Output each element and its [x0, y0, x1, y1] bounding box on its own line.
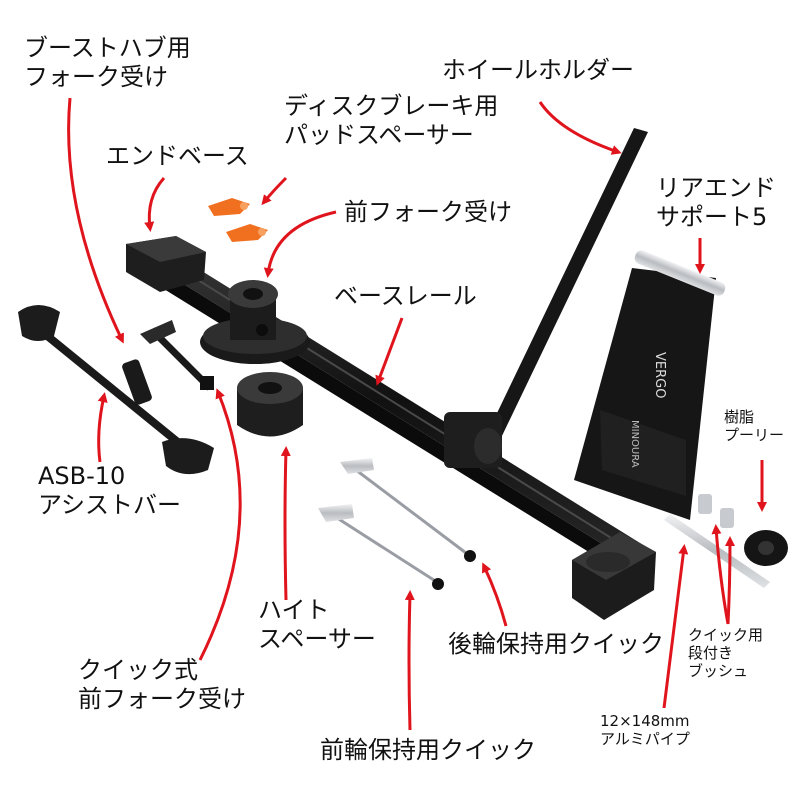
- arrow-end-base: [144, 176, 166, 232]
- label-line: アルミパイプ: [600, 730, 690, 748]
- arrow-front-quick: [404, 590, 415, 731]
- end-base-right: [572, 532, 656, 620]
- label-front-quick: 前輪保持用クイック: [320, 736, 536, 764]
- front-quick-release: [318, 504, 444, 590]
- label-base-rail: ベースレール: [334, 282, 477, 310]
- arrow-boost-hub-fork: [67, 97, 124, 344]
- arrow-rear-quick: [482, 562, 508, 627]
- label-rear-quick: 後輪保持用クイック: [448, 630, 664, 658]
- arrow-asb10: [97, 392, 108, 463]
- quick-front-fork-mount: [122, 320, 214, 405]
- label-line: ディスクブレーキ用: [284, 92, 499, 120]
- wheel-holder: [444, 128, 648, 468]
- label-line: ハイト: [258, 596, 330, 624]
- arrow-base-rail: [375, 317, 404, 386]
- arrow-wheel-holder: [538, 101, 622, 155]
- brand-mark: VERGO: [652, 352, 667, 398]
- rear-end-support: VERGO MINOURA: [574, 250, 726, 520]
- label-line: リアエンド: [656, 174, 776, 202]
- label-boost-hub-fork: ブーストハブ用 フォーク受け: [24, 34, 191, 92]
- label-quick-front-fork-mount: クイック式 前フォーク受け: [78, 656, 246, 714]
- arrow-height-spacer: [280, 446, 291, 601]
- model-mark: MINOURA: [629, 420, 640, 468]
- label-line: パッドスペーサー: [284, 120, 474, 149]
- label-resin-pulley: 樹脂 プーリー: [724, 408, 784, 444]
- rear-quick-release: [340, 458, 476, 562]
- label-line: ブッシュ: [688, 662, 749, 680]
- label-line: サポート5: [656, 202, 768, 231]
- label-line: スペーサー: [258, 624, 376, 653]
- label-line: フォーク受け: [24, 62, 168, 91]
- front-fork-mount: [200, 280, 310, 364]
- label-wheel-holder: ホイールホルダー: [442, 56, 634, 84]
- label-line: ブーストハブ用: [24, 34, 191, 62]
- label-line: クイック用: [688, 626, 764, 644]
- label-aluminium-pipe: 12×148mm アルミパイプ: [600, 712, 690, 748]
- arrow-pipe: [662, 544, 689, 709]
- arrow-step-bush-2: [724, 536, 735, 625]
- label-line: プーリー: [724, 426, 785, 444]
- label-line: クイック式: [78, 656, 198, 684]
- label-asb10: ASB-10 アシストバー: [38, 462, 181, 520]
- arrow-step-bush-1: [711, 524, 730, 625]
- label-line: 樹脂: [724, 408, 755, 426]
- arrow-quick-fork: [198, 388, 242, 661]
- label-height-spacer: ハイト スペーサー: [258, 596, 376, 654]
- callout-arrows: [67, 97, 767, 731]
- label-end-base: エンドベース: [106, 142, 249, 170]
- label-line: 12×148mm: [600, 712, 690, 730]
- label-rear-end-support: リアエンド サポート5: [656, 174, 776, 232]
- arrow-front-fork: [263, 210, 337, 278]
- label-quick-step-bush: クイック用 段付き ブッシュ: [688, 626, 763, 680]
- end-base-left: [126, 236, 206, 292]
- resin-pulley: [744, 530, 788, 566]
- asb10-assist-bar: [18, 305, 214, 475]
- arrow-disc-brake: [261, 176, 288, 206]
- label-line: ASB-10: [38, 462, 126, 490]
- height-spacer: [237, 372, 303, 437]
- step-bushes: [698, 494, 734, 528]
- label-disc-brake-spacer: ディスクブレーキ用 パッドスペーサー: [284, 92, 498, 150]
- label-front-fork-mount: 前フォーク受け: [344, 198, 512, 226]
- label-line: アシストバー: [38, 490, 182, 519]
- label-line: 段付き: [688, 644, 734, 662]
- label-line: 前フォーク受け: [78, 684, 246, 713]
- disc-brake-pad-spacers: [208, 198, 268, 242]
